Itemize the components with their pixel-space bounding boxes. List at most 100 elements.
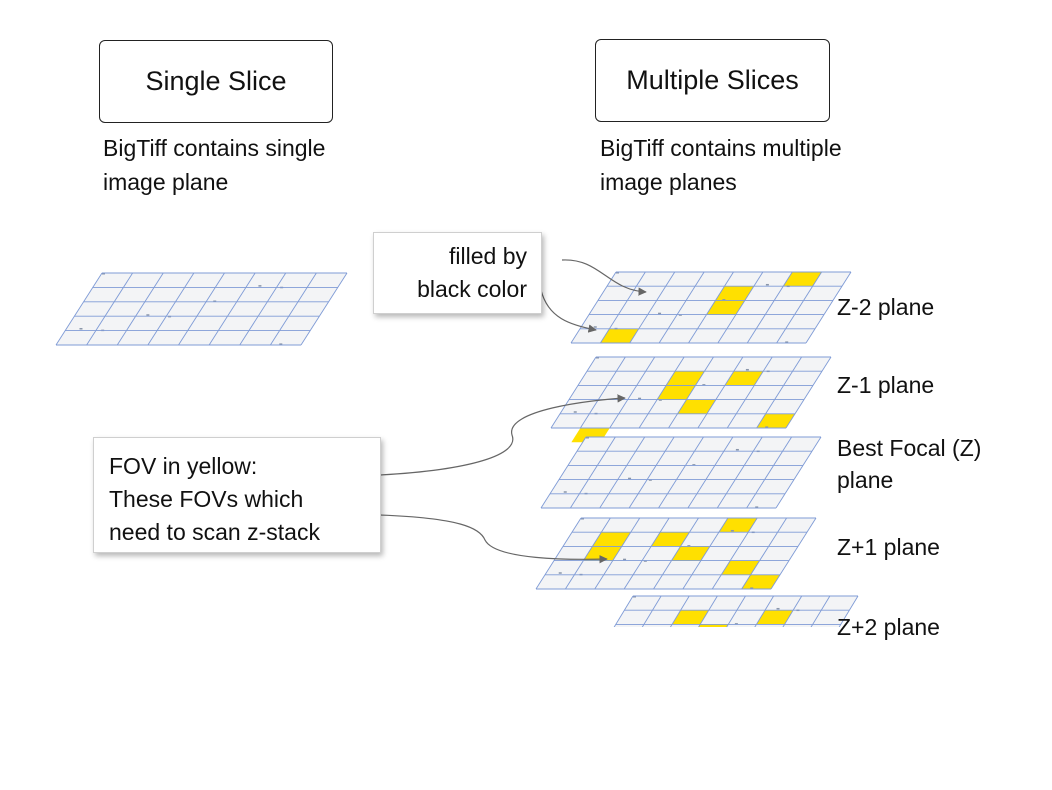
speck: [581, 518, 584, 520]
grid-line: [775, 436, 822, 509]
speck: [573, 411, 577, 413]
speck: [693, 638, 696, 640]
grid-line: [300, 272, 348, 346]
arrow-black-fill-2: [540, 289, 597, 333]
fov-cell: [592, 532, 631, 547]
grid-line: [658, 436, 704, 509]
fov-cell: [756, 413, 795, 428]
fov-cell: [698, 624, 729, 627]
fov-cell: [724, 371, 764, 386]
speck: [258, 285, 262, 287]
grid-line: [540, 436, 587, 509]
speck: [638, 397, 642, 400]
speck: [279, 343, 283, 345]
plane-surface: [614, 596, 858, 627]
arrow-fov-1: [379, 394, 626, 476]
speck: [596, 357, 599, 359]
fov-cell: [672, 610, 709, 625]
grid-line: [838, 595, 859, 627]
black-fill-callout: filled by black color: [373, 232, 542, 314]
grid-line: [697, 356, 744, 429]
multiple-slices-box: Multiple Slices: [595, 39, 830, 122]
speck: [730, 529, 734, 532]
speck: [735, 448, 739, 451]
grid-line: [770, 517, 817, 590]
speck: [79, 328, 83, 330]
arrow-black-fill-1: [561, 259, 647, 296]
grid-line: [754, 595, 775, 627]
speck: [593, 326, 597, 328]
grid-line: [698, 595, 718, 627]
speck: [213, 300, 217, 303]
arrow-fov-2: [379, 514, 608, 564]
fov-cell: [741, 574, 780, 589]
fov-cell: [651, 532, 690, 547]
grid-line: [579, 356, 626, 429]
grid-line: [641, 595, 662, 627]
speck: [765, 426, 769, 428]
fov-cell: [671, 546, 710, 561]
grid-line: [682, 517, 729, 590]
grid-line: [569, 436, 616, 509]
grid-line: [638, 356, 685, 429]
grid-line: [623, 517, 670, 590]
grid-line: [688, 271, 734, 344]
callout-line: need to scan z-stack: [109, 519, 320, 545]
grid-line: [147, 272, 195, 346]
caption-line: image plane: [103, 169, 229, 195]
grid-line: [716, 436, 763, 509]
grid-line: [239, 272, 287, 346]
speck: [658, 312, 662, 315]
speck: [146, 314, 150, 316]
speck: [558, 572, 562, 574]
fov-callout: FOV in yellow: These FOVs which need to …: [93, 437, 381, 553]
grid-line: [55, 272, 103, 346]
grid-line: [668, 356, 714, 429]
fov-cell: [756, 610, 794, 625]
fov-cell: [600, 328, 639, 343]
fov-cell: [657, 385, 696, 400]
fov-cell: [706, 300, 745, 315]
grid-line: [669, 595, 690, 627]
grid-line: [86, 272, 134, 346]
grid-line: [782, 595, 803, 627]
grid-line: [535, 517, 582, 590]
fov-cell: [715, 286, 754, 301]
speck: [633, 596, 636, 598]
fov-cell: [718, 518, 758, 533]
grid-line: [756, 356, 803, 429]
grid-line: [178, 272, 225, 346]
grid-line: [208, 272, 256, 346]
speck: [702, 384, 706, 386]
grid-line: [746, 436, 793, 509]
speck: [623, 558, 627, 561]
grid-line: [746, 271, 793, 344]
grid-line: [599, 271, 646, 344]
grid-line: [726, 595, 746, 627]
z-plus-1-plane: [535, 517, 817, 590]
grid-line: [613, 595, 634, 627]
single-slice-box: Single Slice: [99, 40, 333, 123]
grid-line: [726, 356, 773, 429]
grid-line: [564, 517, 611, 590]
grid-line: [594, 517, 641, 590]
z-minus-1-plane: [550, 356, 832, 443]
caption-line: BigTiff contains single: [103, 135, 326, 161]
fov-cell: [783, 272, 822, 287]
grid-line: [687, 436, 734, 509]
speck: [755, 506, 759, 508]
speck: [563, 491, 567, 493]
grid-line: [570, 271, 617, 344]
caption-line: image planes: [600, 169, 737, 195]
speck: [102, 273, 105, 275]
callout-line: filled by: [449, 243, 527, 269]
grid-line: [116, 272, 164, 346]
grid-line: [269, 272, 317, 346]
speck: [776, 607, 780, 610]
grid-line: [805, 271, 852, 344]
speck: [745, 368, 749, 371]
speck: [632, 652, 635, 654]
grid-line: [711, 517, 758, 590]
fov-cell: [677, 399, 716, 414]
